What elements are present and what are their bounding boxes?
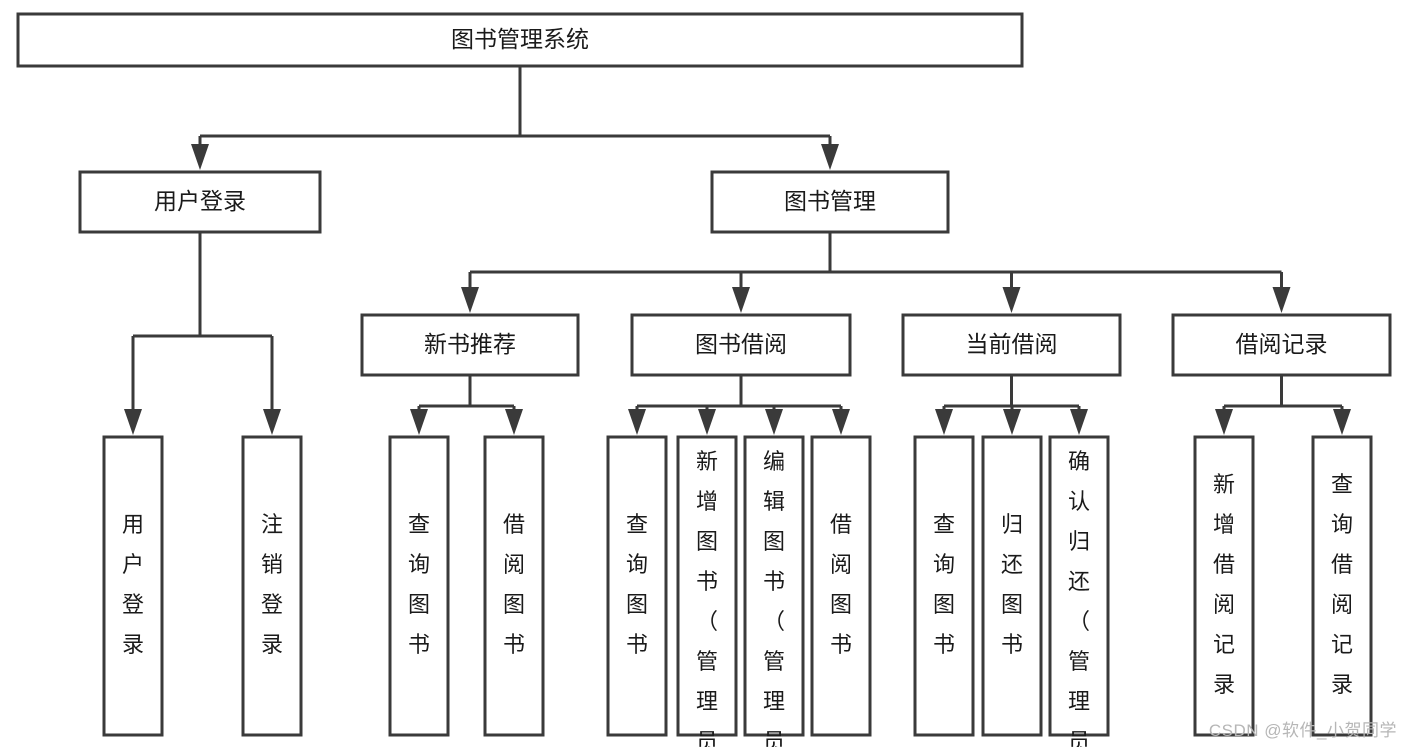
node-book-borrow[interactable]: 图书借阅 [630, 313, 852, 377]
node-box-leaf-query-book-borrow[interactable] [606, 435, 668, 737]
node-leaf-query-book-rec[interactable]: 查询图书 [388, 435, 450, 737]
connector-layer [124, 66, 1351, 435]
node-label-leaf-query-borrow-record: 查询借阅记录 [1331, 472, 1353, 697]
connector-c-newbook-bus [410, 375, 523, 435]
connector-c-userlogin-bus [124, 232, 281, 435]
connector-c-root-bus [191, 66, 839, 170]
node-leaf-query-book-borrow[interactable]: 查询图书 [606, 435, 668, 737]
node-label-book-management: 图书管理 [784, 188, 876, 214]
node-root[interactable]: 图书管理系统 [16, 12, 1024, 68]
node-leaf-logout[interactable]: 注销登录 [241, 435, 303, 737]
connector-c-l1-bus [461, 232, 1291, 313]
node-leaf-user-login[interactable]: 用户登录 [102, 435, 164, 737]
node-label-current-borrow: 当前借阅 [966, 331, 1058, 357]
node-box-leaf-user-login[interactable] [102, 435, 164, 737]
node-box-leaf-borrow-book-rec[interactable] [483, 435, 545, 737]
node-leaf-borrow-book-rec[interactable]: 借阅图书 [483, 435, 545, 737]
node-label-user-login: 用户登录 [154, 188, 246, 214]
node-label-leaf-query-book-borrow: 查询图书 [626, 512, 648, 657]
node-label-borrow-records: 借阅记录 [1236, 331, 1328, 357]
node-label-leaf-logout: 注销登录 [261, 512, 283, 657]
node-box-leaf-query-book-current[interactable] [913, 435, 975, 737]
node-label-book-borrow: 图书借阅 [695, 331, 787, 357]
node-box-leaf-query-book-rec[interactable] [388, 435, 450, 737]
node-box-new-book-recommend[interactable] [360, 313, 580, 377]
node-box-leaf-borrow-book[interactable] [810, 435, 872, 737]
node-label-root: 图书管理系统 [451, 26, 589, 52]
node-layer: 图书管理系统用户登录图书管理新书推荐图书借阅当前借阅借阅记录用户登录注销登录查询… [16, 12, 1392, 747]
node-leaf-query-borrow-record[interactable]: 查询借阅记录 [1311, 435, 1373, 737]
node-box-borrow-records[interactable] [1171, 313, 1392, 377]
node-book-management[interactable]: 图书管理 [710, 170, 950, 234]
node-label-leaf-query-book-rec: 查询图书 [408, 512, 430, 657]
node-box-current-borrow[interactable] [901, 313, 1122, 377]
node-leaf-edit-book-admin[interactable]: 编辑图书（管理员） [743, 435, 805, 747]
node-leaf-borrow-book[interactable]: 借阅图书 [810, 435, 872, 737]
node-box-leaf-edit-book-admin[interactable] [743, 435, 805, 737]
node-box-leaf-logout[interactable] [241, 435, 303, 737]
csdn-watermark: CSDN @软件_小贺同学 [1208, 721, 1397, 740]
node-label-leaf-borrow-book: 借阅图书 [830, 512, 852, 657]
node-leaf-confirm-return-admin[interactable]: 确认归还（管理员） [1048, 435, 1110, 747]
node-box-book-borrow[interactable] [630, 313, 852, 377]
node-box-leaf-return-book[interactable] [981, 435, 1043, 737]
node-box-leaf-add-borrow-record[interactable] [1193, 435, 1255, 737]
node-label-leaf-confirm-return-admin: 确认归还（管理员） [1068, 449, 1090, 747]
node-label-leaf-borrow-book-rec: 借阅图书 [503, 512, 525, 657]
node-box-leaf-add-book-admin[interactable] [676, 435, 738, 737]
node-box-leaf-confirm-return-admin[interactable] [1048, 435, 1110, 737]
node-leaf-add-book-admin[interactable]: 新增图书（管理员） [676, 435, 738, 747]
node-user-login[interactable]: 用户登录 [78, 170, 322, 234]
node-label-leaf-query-book-current: 查询图书 [933, 512, 955, 657]
node-current-borrow[interactable]: 当前借阅 [901, 313, 1122, 377]
node-box-book-management[interactable] [710, 170, 950, 234]
connector-c-current-bus [935, 375, 1088, 435]
node-box-leaf-query-borrow-record[interactable] [1311, 435, 1373, 737]
node-label-leaf-edit-book-admin: 编辑图书（管理员） [763, 449, 785, 747]
node-leaf-query-book-current[interactable]: 查询图书 [913, 435, 975, 737]
connector-c-records-bus [1215, 375, 1351, 435]
node-box-user-login[interactable] [78, 170, 322, 234]
node-leaf-add-borrow-record[interactable]: 新增借阅记录 [1193, 435, 1255, 737]
node-label-leaf-add-book-admin: 新增图书（管理员） [696, 449, 718, 747]
node-label-new-book-recommend: 新书推荐 [424, 331, 516, 357]
node-borrow-records[interactable]: 借阅记录 [1171, 313, 1392, 377]
node-label-leaf-return-book: 归还图书 [1001, 512, 1023, 657]
connector-c-bookborrow-bus [628, 375, 850, 435]
node-box-root[interactable] [16, 12, 1024, 68]
node-leaf-return-book[interactable]: 归还图书 [981, 435, 1043, 737]
node-new-book-recommend[interactable]: 新书推荐 [360, 313, 580, 377]
node-label-leaf-user-login: 用户登录 [122, 512, 144, 657]
node-label-leaf-add-borrow-record: 新增借阅记录 [1213, 472, 1235, 697]
